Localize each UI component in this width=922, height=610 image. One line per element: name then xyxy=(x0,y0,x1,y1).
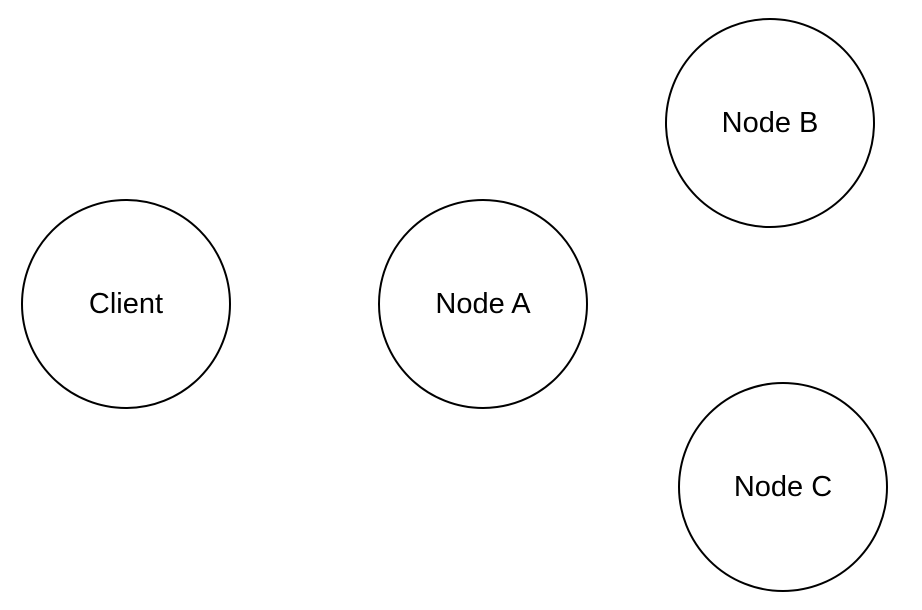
node-c: Node C xyxy=(678,382,888,592)
node-b-label: Node B xyxy=(721,106,819,139)
node-a-label: Node A xyxy=(435,287,531,320)
client-node: Client xyxy=(21,199,231,409)
client-node-label: Client xyxy=(88,287,164,320)
node-c-label: Node C xyxy=(733,470,833,503)
node-a: Node A xyxy=(378,199,588,409)
node-b: Node B xyxy=(665,18,875,228)
